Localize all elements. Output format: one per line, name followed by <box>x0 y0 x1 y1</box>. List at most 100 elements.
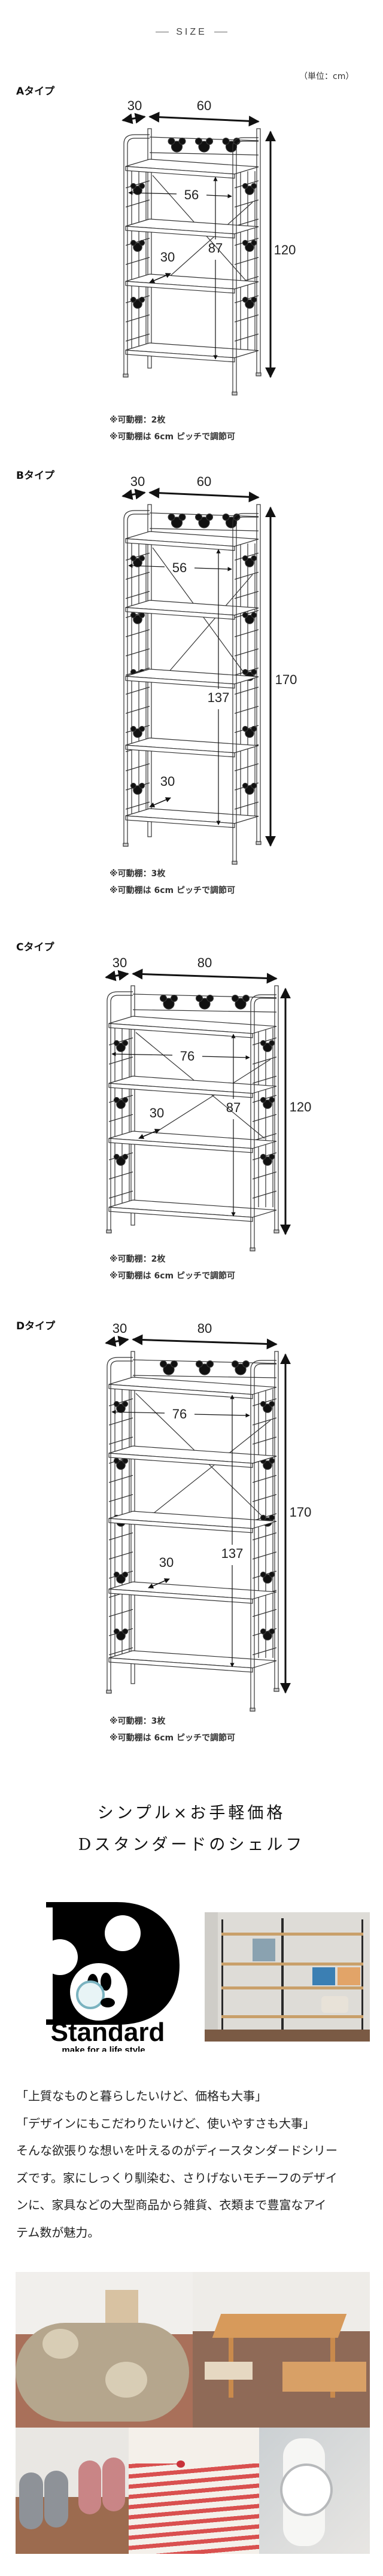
front-right-post <box>250 994 276 1249</box>
mickey-ear <box>122 1571 129 1578</box>
grid-bar <box>108 1114 133 1122</box>
dimensions <box>105 968 291 1235</box>
grid-bar <box>234 763 259 771</box>
grid-bar <box>125 686 150 695</box>
inner-width-arrow <box>111 1052 173 1056</box>
catch-line-2: Dスタンダードのシェルフ <box>78 1836 305 1854</box>
grid-bar <box>108 1152 133 1161</box>
mickey-icon <box>168 514 186 528</box>
grid-bar <box>125 591 150 599</box>
foot <box>106 1229 112 1234</box>
inner-width-arrow <box>194 1413 250 1418</box>
striped-shirt-photo <box>129 2428 259 2554</box>
mickey-icon <box>130 239 145 252</box>
inner-width-label: 76 <box>172 1407 187 1421</box>
mickey-ear <box>242 239 248 246</box>
mickey-icon <box>130 183 145 195</box>
mickey-icon <box>242 555 257 567</box>
mickey-ear <box>130 239 136 246</box>
mickey-ear <box>242 1360 250 1368</box>
shelf-board-edge <box>108 1657 253 1673</box>
grid-bar <box>252 1417 277 1426</box>
grid-bar <box>234 706 259 714</box>
mickey-ear <box>130 782 136 789</box>
shelf-board-edge <box>125 281 235 294</box>
mickey-ear <box>113 1571 120 1578</box>
height-label: 120 <box>290 1099 312 1114</box>
mickey-icon <box>113 1571 129 1584</box>
top-rail <box>149 136 259 141</box>
mickey-head <box>263 1156 272 1166</box>
mickey-head <box>263 1404 272 1413</box>
mickey-ear <box>171 995 178 1003</box>
mickey-head <box>133 242 142 252</box>
grid-bar <box>108 1171 133 1180</box>
type-a-notes: ※可動棚：2枚 ※可動棚は 6cm ピッチで調節可 <box>110 412 235 445</box>
grid-bar <box>125 648 150 657</box>
inner-depth-arrow <box>149 273 171 283</box>
mickey-icon <box>130 296 145 309</box>
mickey-icon <box>222 138 241 153</box>
grid-bar <box>108 1190 133 1199</box>
mickey-ear <box>168 138 175 145</box>
mickey-head <box>133 785 142 795</box>
grid-bar <box>234 686 259 695</box>
grid-bar <box>108 1056 133 1065</box>
mickey-head <box>199 998 211 1010</box>
mickey-head <box>133 186 142 195</box>
mickey-ear <box>122 1457 129 1464</box>
mickey-ear <box>160 1360 168 1368</box>
mickey-icon <box>260 1628 275 1641</box>
width-arrow <box>148 487 260 503</box>
grid-bar <box>234 591 259 599</box>
mickey-ear <box>195 138 203 145</box>
mickey-ear <box>260 1571 266 1578</box>
mickey-icon <box>260 1040 275 1052</box>
foot <box>106 1690 112 1694</box>
top-rail <box>149 152 259 156</box>
mickey-icon <box>242 612 257 624</box>
mickey-ear <box>130 296 136 303</box>
grid-bar <box>108 1037 133 1046</box>
mickey-ear <box>139 782 145 789</box>
shelf-room-photo <box>205 1912 370 2042</box>
dimensions <box>121 487 276 847</box>
mickey-ear <box>171 1360 178 1368</box>
grid-bar <box>234 333 259 342</box>
mickey-ear <box>260 1514 266 1521</box>
grid-bar <box>252 1076 277 1084</box>
mickey-ear <box>122 1040 129 1046</box>
mickey-ear <box>139 725 145 732</box>
catch-line-1: シンプル×お手軽価格 <box>97 1804 286 1822</box>
mickey-head <box>245 728 254 738</box>
foot <box>273 1688 279 1692</box>
mickey-ear <box>232 1360 239 1368</box>
mickey-ear <box>206 995 214 1003</box>
mickey-icon <box>260 1096 275 1109</box>
mickey-ear <box>139 555 145 561</box>
grid-bar <box>234 801 259 810</box>
dimensions <box>121 111 276 378</box>
cross-brace <box>167 202 253 279</box>
mickey-ear <box>113 1457 120 1464</box>
front-left-post <box>107 991 133 1231</box>
grid-bar <box>108 1436 133 1445</box>
mickey-ear <box>242 555 248 561</box>
height-label: 170 <box>275 672 297 687</box>
mickey-head <box>163 1363 175 1375</box>
mickey-head <box>245 785 254 795</box>
mickey-icon <box>195 138 214 153</box>
mickey-icon <box>242 296 257 309</box>
type-d-notes: ※可動棚：3枚 ※可動棚は 6cm ピッチで調節可 <box>110 1713 235 1746</box>
grid-bar <box>252 1475 277 1483</box>
mickey-ear <box>113 1040 120 1046</box>
mickey-ear <box>139 183 145 189</box>
mickey-ear <box>113 1628 120 1635</box>
inner-height-label: 137 <box>221 1546 244 1561</box>
grid-bar <box>252 1609 277 1617</box>
note-shelf-count: ※可動棚：3枚 <box>110 1717 166 1726</box>
